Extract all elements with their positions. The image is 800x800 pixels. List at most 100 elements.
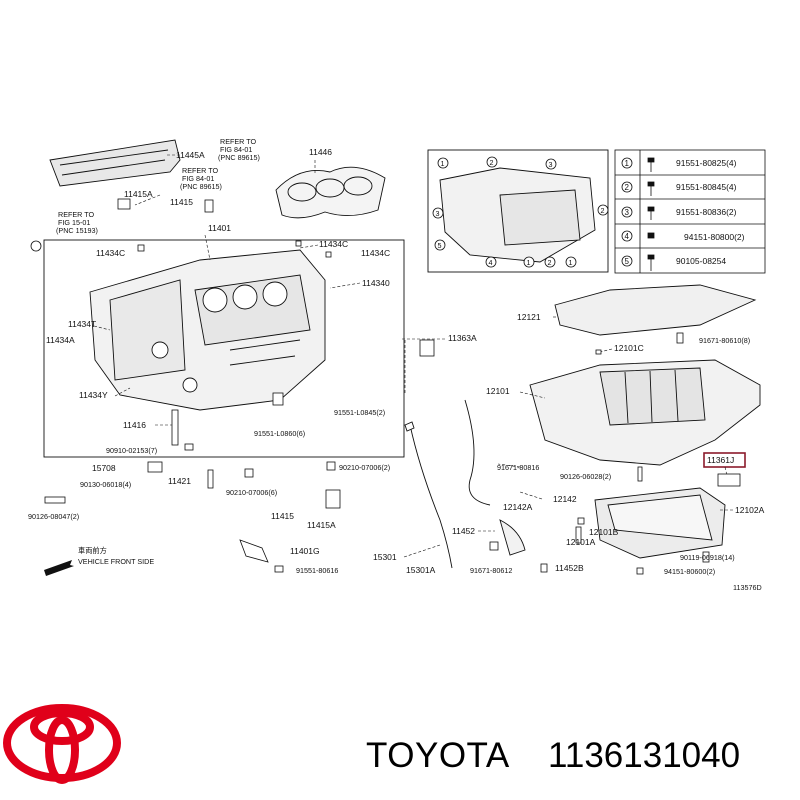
svg-text:1: 1 [441,159,445,168]
svg-text:FIG 84-01: FIG 84-01 [182,174,214,183]
refer-note-3: REFER TO FIG 15-01 (PNC 15193) [56,210,98,235]
legend-bolt-icons [647,157,655,271]
diagram-code: 113576D [733,583,762,592]
callout-11415-b: 11415 [271,511,294,521]
callout-90210-b: 90210-07006(2) [339,463,390,472]
small-hardware [30,198,741,575]
svg-text:FIG 84-01: FIG 84-01 [220,145,252,154]
front-label-jp: 車両前方 [78,546,107,555]
dipstick-guide-11452 [464,399,526,556]
legend-no-4: 4 [625,232,630,241]
legend-no-1: 1 [625,159,630,168]
callout-12101a: 12101A [566,537,596,547]
engine-block-frame [43,239,405,458]
callout-11434c-left: 11434C [96,248,125,258]
callout-90210-a: 90210-07006(6) [226,488,277,497]
oil-pan-12101 [529,359,761,466]
callout-90130: 90130-06018(4) [80,480,131,489]
callout-91671-80610: 91671-80610(8) [699,336,750,345]
callout-91551-l0860: 91551-L0860(6) [254,429,305,438]
svg-text:4: 4 [489,258,493,267]
detail-view-box [427,149,609,273]
svg-text:2: 2 [548,258,552,267]
callout-11361j: 11361J [707,455,734,465]
brand-name: TOYOTA [366,736,510,775]
callout-11401: 11401 [208,223,231,233]
callout-11401g: 11401G [290,546,320,556]
engine-block-11401 [89,249,326,411]
svg-text:3: 3 [436,209,440,218]
svg-text:2: 2 [601,206,605,215]
legend-code-2: 91551-80845(4) [676,182,737,192]
legend-circles [621,157,633,267]
engine-cover-11445a [49,139,181,187]
front-label-en: VEHICLE FRONT SIDE [78,557,154,566]
legend-no-5: 5 [625,257,630,266]
callout-12121: 12121 [517,312,541,322]
oil-pan-cover-12121 [554,284,757,336]
callout-11434t: 11434T [68,319,96,329]
svg-text:REFER TO: REFER TO [182,166,218,175]
callout-15301: 15301 [373,552,397,562]
callout-12101: 12101 [486,386,510,396]
callout-11434a: 11434A [46,335,75,345]
legend-code-4: 94151-80800(2) [684,232,745,242]
legend-code-5: 90105-08254 [676,256,726,266]
dipstick-15301 [404,421,453,569]
callout-11452b: 11452B [555,563,584,573]
highlighted-part-box[interactable] [703,452,746,468]
vehicle-front-indicator: 車両前方 VEHICLE FRONT SIDE [44,546,154,576]
refer-note-2: REFER TO FIG 84-01 (PNC 89615) [180,166,222,191]
svg-text:FIG 15-01: FIG 15-01 [58,218,90,227]
callout-11434y: 11434Y [79,390,108,400]
callout-15708: 15708 [92,463,116,473]
callout-94151-80600: 94151-80600(2) [664,567,715,576]
callout-91671-80816: 91671-80816 [497,463,539,472]
part-callouts: 11445A 11446 11415A 11415 11401 11434C 1… [28,147,765,592]
callout-15301a: 15301A [406,565,436,575]
callout-91551-80616: 91551-80616 [296,566,338,575]
callout-11452: 11452 [452,526,475,536]
callout-11446: 11446 [309,147,332,157]
svg-text:REFER TO: REFER TO [58,210,94,219]
detail-callout-circles [432,156,609,268]
callout-114340: 114340 [362,278,390,288]
callout-11434c-right-2: 11434C [361,248,390,258]
svg-text:1: 1 [569,258,573,267]
legend-code-3: 91551-80836(2) [676,207,737,217]
svg-text:5: 5 [438,241,442,250]
callout-11421: 11421 [168,476,191,486]
callout-12142a: 12142A [503,502,533,512]
callout-11415a-top: 11415A [124,189,153,199]
head-gasket-11446 [275,166,386,219]
callout-12142: 12142 [553,494,577,504]
part-number: 1136131040 [548,736,741,775]
svg-text:(PNC 89615): (PNC 89615) [218,153,260,162]
callout-91671-80612: 91671-80612 [470,566,512,575]
svg-text:(PNC 15193): (PNC 15193) [56,226,98,235]
legend-text: 1 91551-80825(4) 2 91551-80845(4) 3 9155… [625,158,745,266]
callout-90126-08047: 90126-08047(2) [28,512,79,521]
callout-90126-06028: 90126-06028(2) [560,472,611,481]
callout-12101c: 12101C [614,343,644,353]
refer-note-1: REFER TO FIG 84-01 (PNC 89615) [218,137,260,162]
svg-text:3: 3 [549,160,553,169]
legend-no-2: 2 [625,183,630,192]
oil-pan-lower-12102a [594,487,726,559]
callout-11363a: 11363A [448,333,477,343]
callout-11415: 11415 [170,197,193,207]
callout-90910: 90910-02153(7) [106,446,157,455]
svg-text:2: 2 [490,158,494,167]
callout-12102a: 12102A [735,505,765,515]
toyota-logo [3,704,121,784]
detail-circle-numbers: 1 2 3 3 2 5 4 1 2 1 [436,158,605,267]
callout-11416: 11416 [123,420,146,430]
legend-no-3: 3 [625,208,630,217]
callout-12101b: 12101B [589,527,619,537]
callout-11415a-b: 11415A [307,520,336,530]
svg-text:REFER TO: REFER TO [220,137,256,146]
leader-lines [93,154,733,558]
callout-91551-l0845: 91551-L0845(2) [334,408,385,417]
front-arrow-icon [44,560,74,576]
